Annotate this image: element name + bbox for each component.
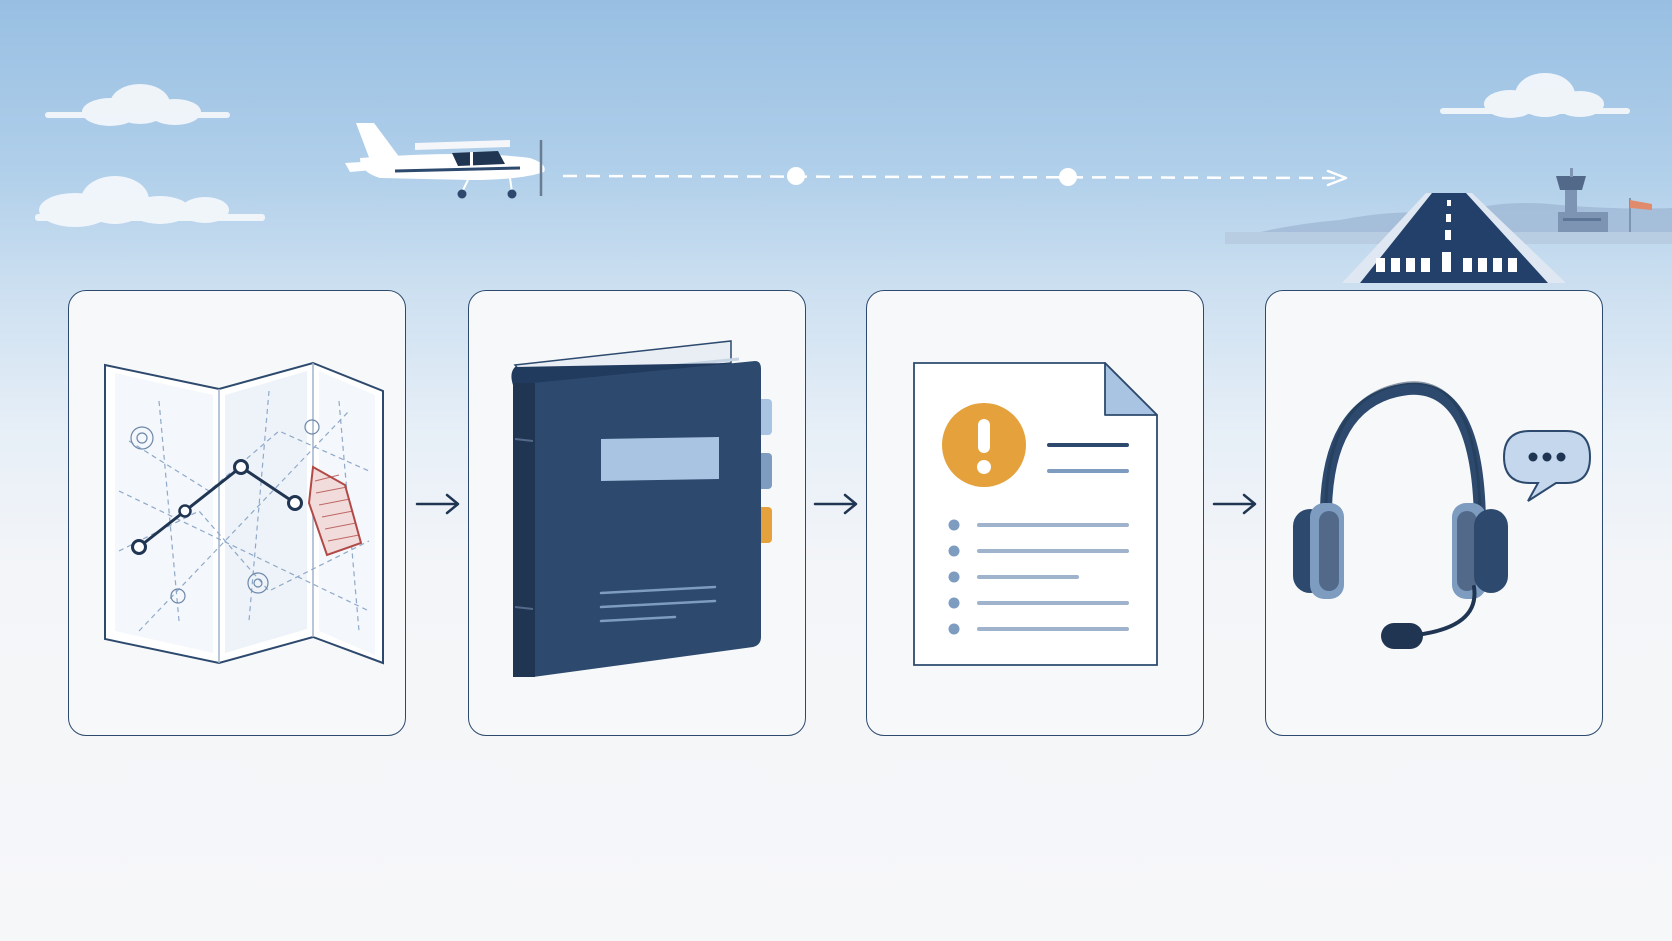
pilot-handbook-icon <box>511 340 772 677</box>
arrow-right-icon <box>1212 493 1257 515</box>
airplane-icon <box>345 123 545 199</box>
step-card-notam <box>866 290 1204 736</box>
arrow-right-icon <box>415 493 460 515</box>
step-card-headset <box>1265 290 1603 736</box>
notam-alert-document-icon <box>913 362 1158 666</box>
sectional-chart-map-icon <box>104 361 384 665</box>
sky-scene <box>35 73 1672 283</box>
waypoint-dot <box>787 167 805 185</box>
step-card-chart <box>68 290 406 736</box>
step-card-handbook <box>468 290 806 736</box>
cloud-icon <box>45 84 230 126</box>
aviation-headset-icon <box>1293 381 1592 649</box>
cloud-icon <box>35 176 265 227</box>
arrowhead-icon <box>1326 169 1348 187</box>
waypoint-dot <box>1059 168 1077 186</box>
control-tower-icon <box>1556 168 1652 232</box>
runway-icon <box>1342 193 1566 283</box>
cloud-icon <box>1440 73 1630 118</box>
arrow-right-icon <box>813 493 858 515</box>
